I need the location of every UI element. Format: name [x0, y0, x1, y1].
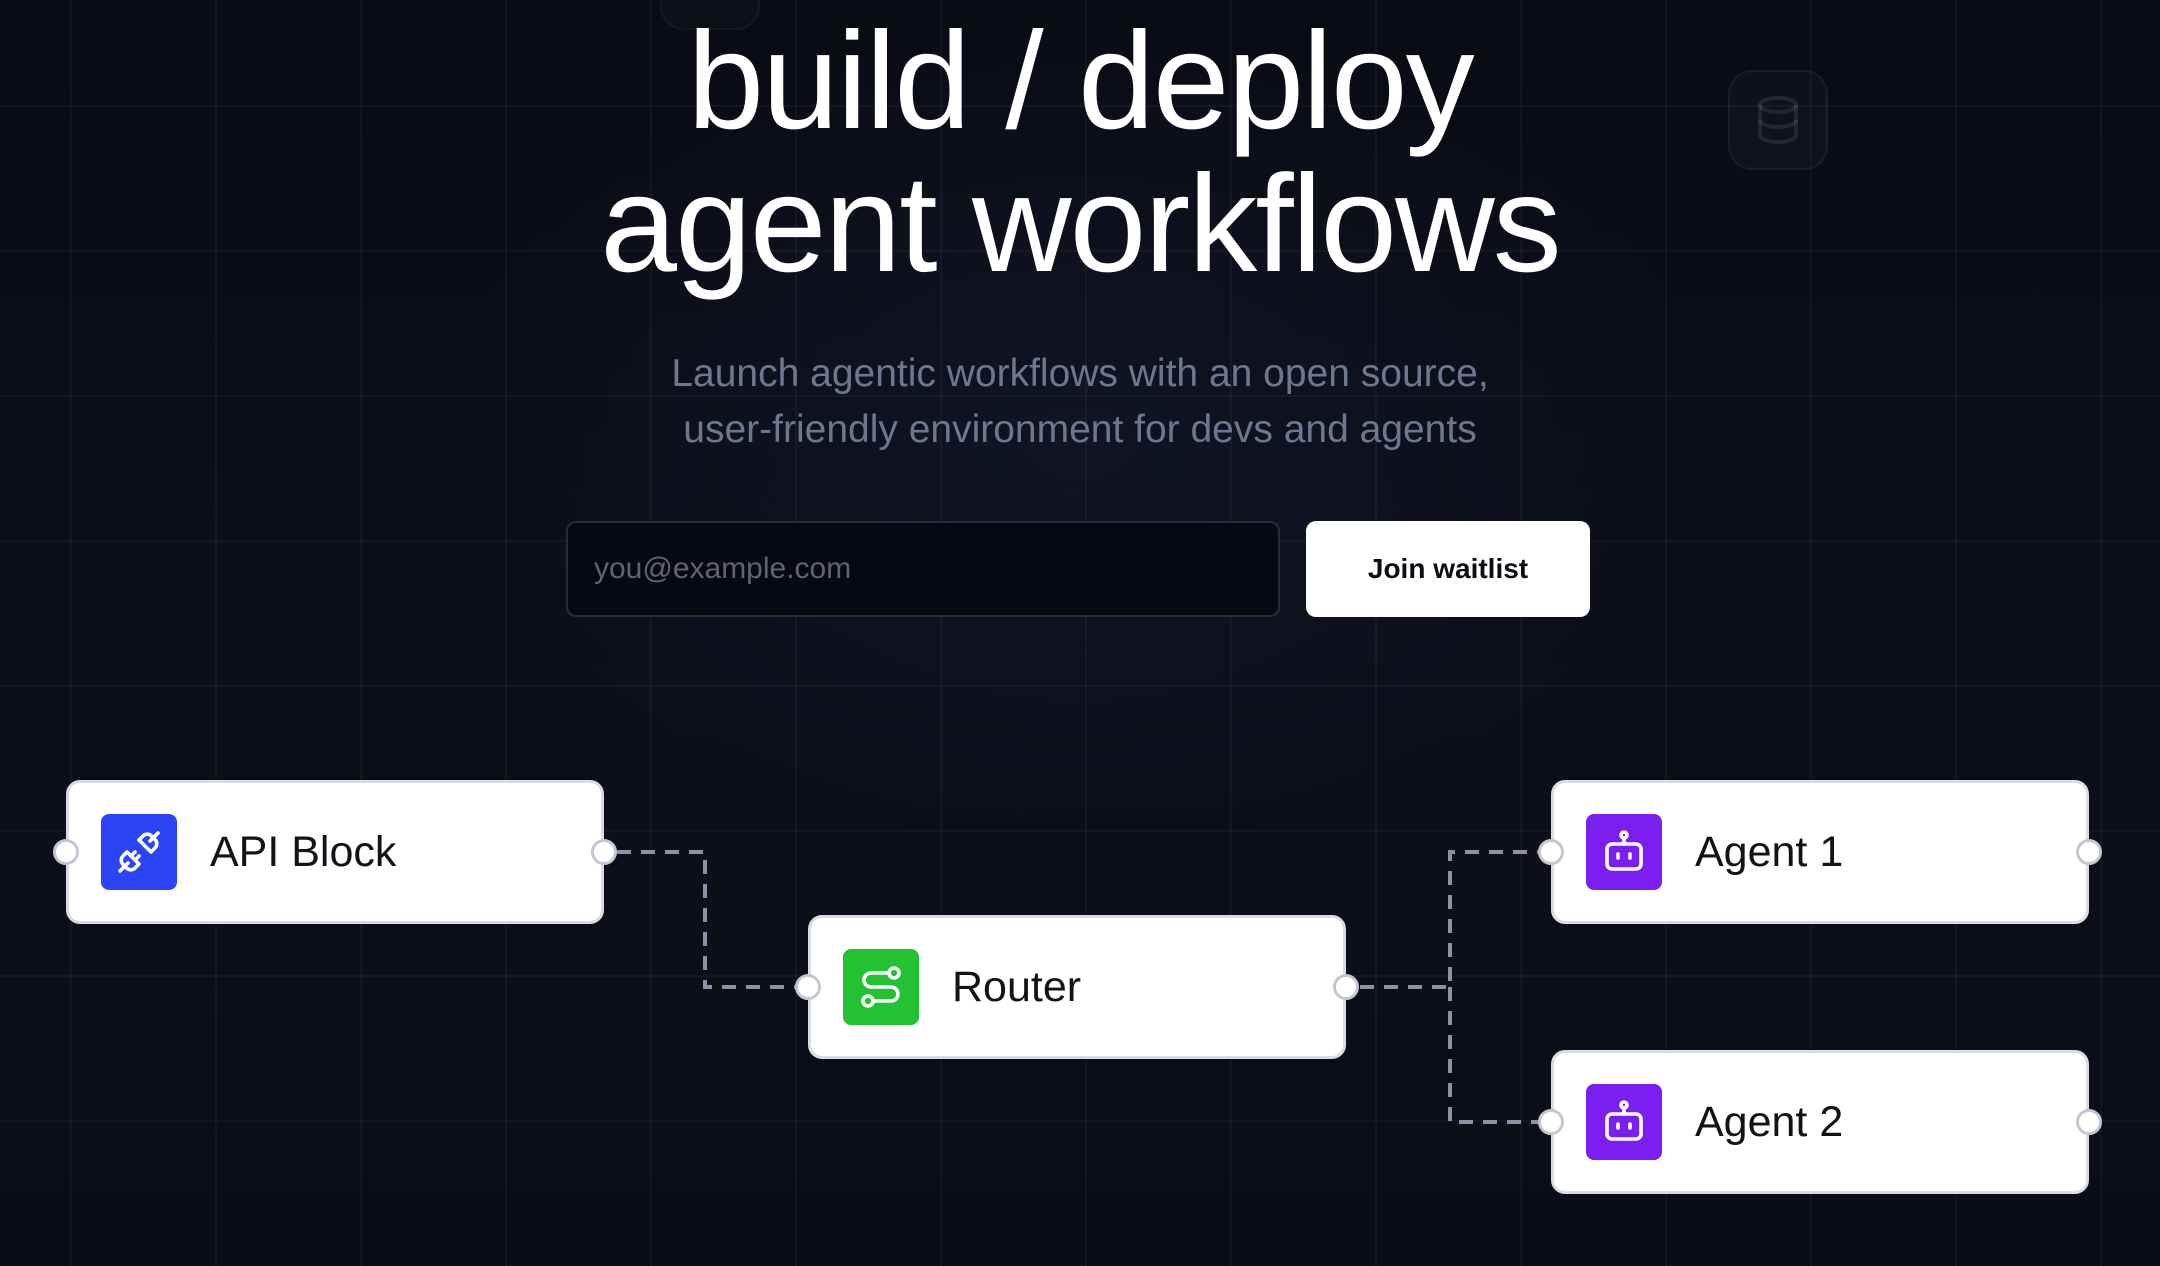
title-line-1: build / deploy [687, 4, 1474, 158]
join-waitlist-button[interactable]: Join waitlist [1306, 521, 1590, 617]
output-port[interactable] [2076, 1109, 2102, 1135]
workflow-node-router[interactable]: Router [795, 915, 1359, 1059]
route-icon [843, 949, 919, 1025]
workflow-node-agent-1[interactable]: Agent 1 [1538, 780, 2102, 924]
connector-router-agent1 [1360, 850, 1538, 989]
subtitle-line-1: Launch agentic workflows with an open so… [671, 352, 1489, 395]
subtitle-line-2: user-friendly environment for devs and a… [683, 408, 1477, 451]
connector-api-router [617, 850, 795, 989]
email-input[interactable] [566, 521, 1280, 617]
robot-icon [1586, 1084, 1662, 1160]
output-port[interactable] [591, 839, 617, 865]
title-line-2: agent workflows [600, 147, 1561, 301]
workflow-node-api-block[interactable]: API Block [53, 780, 617, 924]
robot-icon [1586, 814, 1662, 890]
node-label: API Block [210, 827, 397, 876]
connector-router-agent2 [1448, 987, 1538, 1124]
output-port[interactable] [2076, 839, 2102, 865]
input-port[interactable] [1538, 839, 1564, 865]
input-port[interactable] [53, 839, 79, 865]
output-port[interactable] [1333, 974, 1359, 1000]
input-port[interactable] [795, 974, 821, 1000]
page-subtitle: Launch agentic workflows with an open so… [0, 346, 2160, 458]
workflow-node-agent-2[interactable]: Agent 2 [1538, 1050, 2102, 1194]
node-label: Router [952, 962, 1082, 1011]
node-label: Agent 1 [1695, 827, 1844, 876]
input-port[interactable] [1538, 1109, 1564, 1135]
database-icon [1728, 70, 1828, 170]
plug-icon [101, 814, 177, 890]
node-label: Agent 2 [1695, 1097, 1844, 1146]
page-title: build / deploy agent workflows [0, 10, 2160, 296]
